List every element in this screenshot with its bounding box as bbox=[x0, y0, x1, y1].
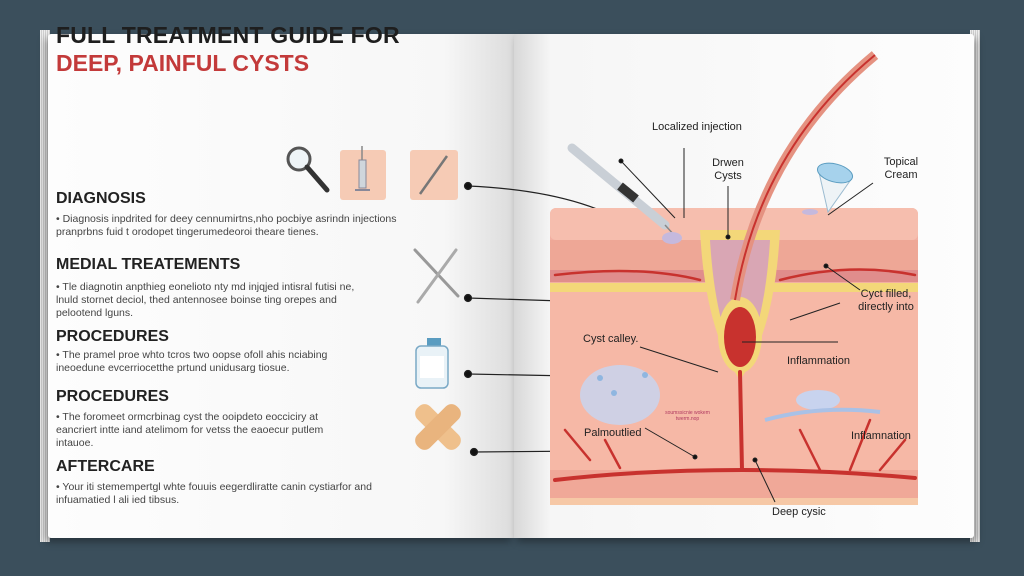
page-edges-right bbox=[970, 30, 980, 542]
section-body-procedures-2: • The foromeet ormcrbinag cyst the ooipd… bbox=[56, 411, 324, 449]
page-title: FULL TREATMENT GUIDE FOR bbox=[56, 22, 400, 48]
blood-vessels bbox=[553, 268, 917, 482]
section-heading-aftercare: AFTERCARE bbox=[56, 458, 155, 475]
cream-cup-illustration bbox=[802, 162, 854, 215]
hair-follicle bbox=[700, 51, 879, 380]
section-heading-procedures: PROCEDURES bbox=[56, 328, 169, 345]
section-body-medial-treatments: • Tle diagnotin anpthieg eonelioto nty m… bbox=[56, 281, 355, 319]
crossed-instruments-icon bbox=[413, 248, 460, 304]
magnifier-icon bbox=[286, 146, 330, 193]
section-heading-diagnosis: DIAGNOSIS bbox=[56, 190, 146, 207]
label-inflammation: Inflammation bbox=[787, 355, 850, 367]
label-inflammation-2: Inflamnation bbox=[851, 430, 911, 442]
label-cyst-calley: Cyst calley. bbox=[583, 333, 639, 345]
section-body-procedures: • The pramel proe whto tcros two oopse o… bbox=[56, 349, 328, 374]
label-drawn-cysts: Drwen Cysts bbox=[712, 157, 744, 182]
section-heading-procedures-2: PROCEDURES bbox=[56, 388, 169, 405]
page-subtitle: DEEP, PAINFUL CYSTS bbox=[56, 50, 310, 76]
label-leaders bbox=[618, 148, 874, 503]
label-deep-cysic: Deep cysic bbox=[772, 506, 826, 518]
section-body-diagnosis: • Diagnosis inpdrited for deey cennumirt… bbox=[56, 213, 397, 238]
left-page bbox=[48, 34, 514, 538]
section-body-aftercare: • Your iti stemempertgl whte fouuis eege… bbox=[56, 481, 372, 506]
label-palmoutlied: Palmoutlied bbox=[584, 427, 642, 439]
label-cyst-filled: Cyct filled, directly into bbox=[858, 288, 914, 313]
bandage-icon bbox=[415, 404, 461, 450]
syringe-icon bbox=[340, 146, 386, 200]
label-topical-cream: Topical Cream bbox=[883, 156, 919, 181]
label-tiny-caption: soumssicnie wokem twerm.nop bbox=[665, 410, 710, 422]
ointment-bottle-icon bbox=[415, 338, 449, 389]
label-localized-injection: Localized injection bbox=[652, 121, 742, 133]
page-edges-left bbox=[40, 30, 50, 542]
syringe-illustration bbox=[567, 143, 682, 244]
cyst-left bbox=[580, 365, 660, 425]
scalpel-icon bbox=[410, 150, 458, 200]
cyst-right bbox=[764, 390, 881, 422]
section-heading-medial-treatments: MEDIAL TREATEMENTS bbox=[56, 256, 241, 273]
